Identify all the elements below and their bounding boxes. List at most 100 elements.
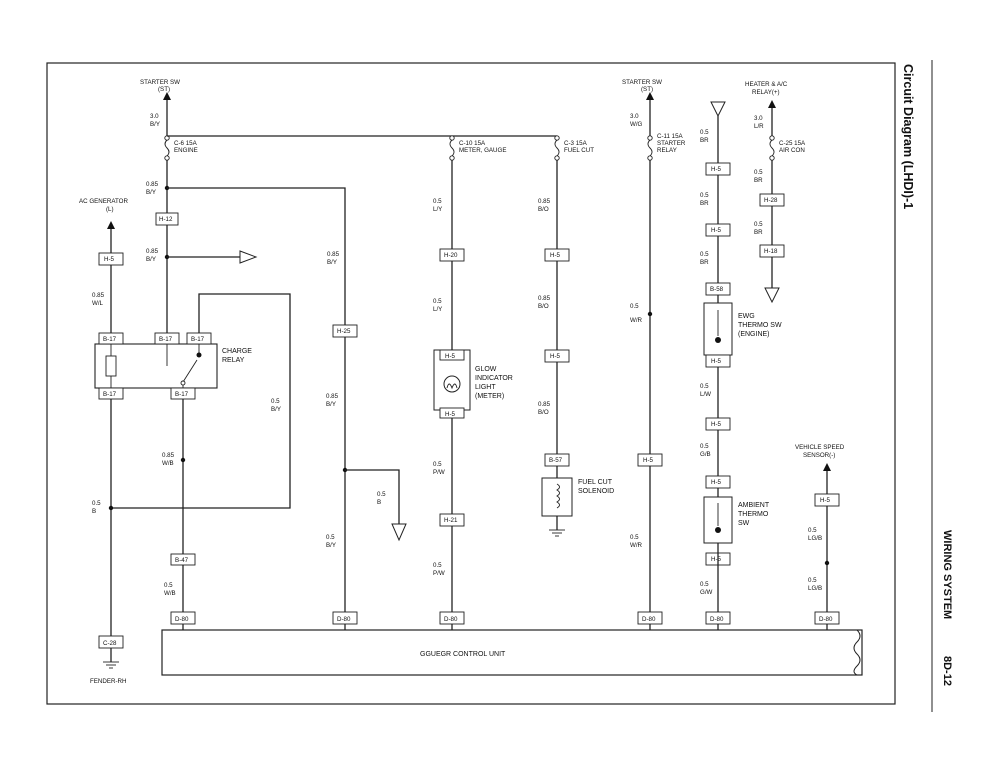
wire-w19-color: B/O [538,409,549,416]
connector-h5g-label: H-5 [711,166,722,173]
off-page-arrow-down [764,287,780,304]
fuse-aircon-label: C-25 15A [779,140,806,147]
connector-h18-label: H-18 [764,248,778,255]
connector-vss-label: H-5 [820,497,831,504]
ambient-label-1: AMBIENT [738,502,770,509]
lamp-filament [446,383,458,390]
wire-w1-size: 3.0 [150,113,159,120]
fuse-terminal [769,155,775,161]
wire-w15-size: 0.5 [433,461,442,468]
connector-c28-label: C-28 [103,640,117,647]
fuse-fuel-label: C-3 15A [564,140,588,147]
wire-w2-size: 0.85 [146,181,159,188]
charge-relay-label-2: RELAY [222,357,245,364]
source-heater-relay-2: RELAY(+) [752,89,780,96]
wire-w15-color: P/W [433,469,445,476]
relay-coil [105,355,117,377]
arrow-up-starter-1 [163,92,171,100]
thermo-switch-contact [715,527,721,533]
fuse-terminal [449,155,455,161]
wire-w12-color: B/Y [326,542,336,549]
connector-h5g [705,162,731,176]
connector-h5h [705,223,731,237]
fuse-engine-label: C-6 15A [174,140,198,147]
wire-w19-size: 0.85 [538,401,551,408]
wire-w31-color: BR [754,229,763,236]
connector-h5d [544,248,570,262]
diagram-frame [46,62,896,705]
ambient-label-3: SW [738,520,750,527]
connector-b58-label: B-58 [710,286,724,293]
connector-h5-gen-label: H-5 [104,256,115,263]
off-page-arrow [239,250,258,264]
fuse-terminal [647,135,653,141]
wire-w9-color: B [377,499,381,506]
wire-w12-size: 0.5 [326,534,335,541]
wire-w21-size: 0.5 [630,303,639,310]
glow-label-1: GLOW [475,366,497,373]
wire-w25-size: 0.5 [700,251,709,258]
connector-h5l-label: H-5 [711,556,722,563]
wire-w29-color: L/R [754,123,764,130]
page-number: 8D-12 [941,656,953,686]
fuel-cut-solenoid-box [541,477,573,517]
wire-w30-color: BR [754,177,763,184]
wire-w3-size: 0.85 [146,248,159,255]
connector-h5f-label: H-5 [643,457,654,464]
junction-dot [108,505,114,511]
connector-h5e [544,349,570,363]
connector-h5e-label: H-5 [550,353,561,360]
fuse-terminal [769,135,775,141]
source-starter-sw-1: STARTER SW [140,79,180,86]
fuse-aircon-symbol [769,139,775,157]
fuse-meter-symbol [449,139,455,157]
wire-w2-color: B/Y [146,189,156,196]
wire-w22-size: 0.5 [630,534,639,541]
wire-relay-loop [111,293,291,509]
connector-b57 [544,453,570,467]
wire-w30-size: 0.5 [754,169,763,176]
control-unit-box [161,629,863,676]
fuse-terminal [554,155,560,161]
fuse-terminal [164,155,170,161]
fuse-meter-label: C-10 15A [459,140,486,147]
charge-relay-label: CHARGE [222,348,252,355]
fuse-engine-symbol [164,139,170,157]
connector-h20-label: H-20 [444,252,458,259]
fuse-starter-symbol [647,139,653,157]
glow-conn-top-label: H-5 [445,353,456,360]
arrow-up-starter-2 [646,92,654,100]
wire-w10-color: W/B [164,590,176,597]
relay-switch-arm [182,359,198,383]
wire-w17-color: B/O [538,206,549,213]
connector-d80-2-label: D-80 [337,616,351,623]
wire-w33-color: LG/B [808,585,822,592]
relay-contact [180,380,186,386]
connector-b47-label: B-47 [175,557,189,564]
connector-b47 [170,553,196,566]
source-heater-relay: HEATER & A/C [745,81,788,88]
connector-d80-3-label: D-80 [444,616,458,623]
wire-w20-size: 3.0 [630,113,639,120]
wire-branch-col2 [167,187,346,325]
wire-w11-size: 0.85 [326,393,339,400]
control-unit-label: GGUEGR CONTROL UNIT [420,651,506,658]
connector-d80-5-label: D-80 [710,616,724,623]
connector-h5i-label: H-5 [711,358,722,365]
connector-b17-b-label: B-17 [159,336,173,343]
glow-label-2: INDICATOR [475,375,513,382]
connector-h5-gen [98,252,124,266]
connector-h5k [705,475,731,489]
thermo-switch-contact [715,337,721,343]
wire-w26-color: L/W [700,391,711,398]
fuse-aircon-sub: AIR CON [779,147,805,154]
wire-w3-color: B/Y [146,256,156,263]
wire-w6-color: B/Y [327,259,337,266]
wire-w25-color: BR [700,259,709,266]
wire-w8-color: W/B [162,460,174,467]
source-starter-sw-1-pin: (ST) [158,86,170,93]
source-starter-sw-2-pin: (ST) [641,86,653,93]
connector-h5f [637,453,663,467]
wire-w22-color: W/R [630,542,643,549]
